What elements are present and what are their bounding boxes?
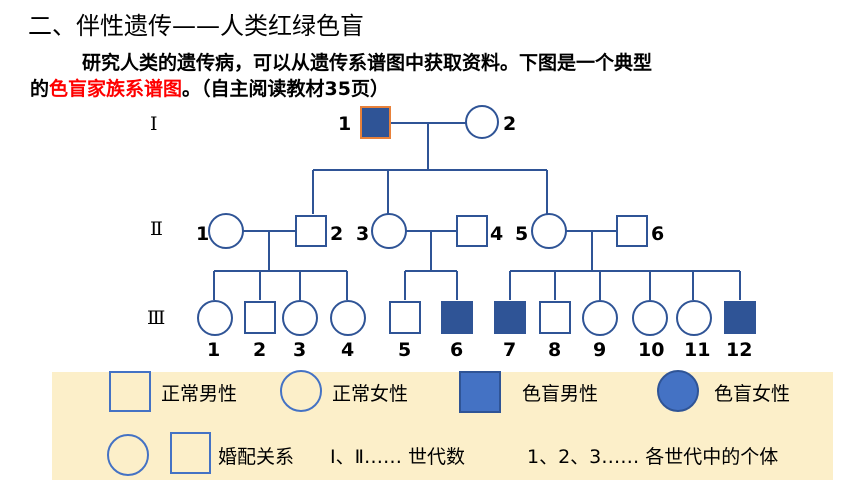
generation-label-2: Ⅱ: [150, 218, 163, 240]
generation-3-individuals: 1 2 3 4 5 6 7 8 9 10 11 12: [197, 300, 756, 361]
generation-2-individuals: 1 2 3 4 5 6: [196, 213, 664, 249]
individual-iii7-number: 7: [503, 339, 516, 361]
individual-iii6-number: 6: [450, 339, 463, 361]
individual-i2-symbol: [465, 105, 499, 139]
individual-ii2-symbol: [295, 215, 327, 247]
page-title: 二、伴性遗传——人类红绿色盲: [28, 12, 364, 40]
pedigree-chart: Ⅰ Ⅱ Ⅲ 1 2 1 2 3 4 5 6 1 2: [147, 105, 756, 361]
intro-prefix: 的: [30, 78, 50, 100]
individual-i1-number: 1: [338, 113, 351, 135]
individual-ii4-number: 4: [490, 223, 503, 245]
individual-i2-number: 2: [503, 113, 516, 135]
individual-iii2-symbol: [244, 301, 276, 334]
intro-highlight: 色盲家族系谱图: [49, 78, 183, 100]
generation-label-1: Ⅰ: [150, 113, 158, 135]
individual-iii1-symbol: [197, 300, 233, 336]
individual-iii4-symbol: [330, 300, 366, 336]
generation-1-individuals: 1 2: [338, 105, 516, 139]
individual-iii8-symbol: [539, 301, 571, 334]
individual-ii5-symbol: [531, 213, 567, 249]
individual-iii3-symbol: [282, 300, 318, 336]
individual-iii3-number: 3: [293, 339, 306, 361]
intro-paragraph: 研究人类的遗传病，可以从遗传系谱图中获取资料。下图是一个典型 的色盲家族系谱图。…: [30, 50, 850, 102]
individual-iii12-number: 12: [726, 339, 752, 361]
individual-ii4-symbol: [456, 215, 488, 247]
individual-ii3-number: 3: [356, 223, 369, 245]
legend-normal-female-label: 正常女性: [332, 383, 409, 405]
intro-line1: 研究人类的遗传病，可以从遗传系谱图中获取资料。下图是一个典型: [82, 52, 653, 74]
individual-iii10-number: 10: [638, 339, 664, 361]
individual-iii5-symbol: [389, 301, 421, 334]
individual-iii8-number: 8: [548, 339, 561, 361]
generation-label-3: Ⅲ: [147, 307, 165, 329]
individual-ii2-number: 2: [330, 223, 343, 245]
legend-colorblind-male-label: 色盲男性: [522, 383, 599, 405]
individual-iii11-symbol: [676, 300, 712, 336]
legend-marriage-label: 婚配关系: [218, 446, 295, 468]
individual-ii5-number: 5: [515, 223, 528, 245]
individual-iii6-symbol: [441, 301, 473, 334]
legend-generation-label: Ⅰ、Ⅱ…… 世代数: [330, 446, 465, 468]
individual-iii7-symbol: [494, 301, 526, 334]
individual-ii1-number: 1: [196, 223, 209, 245]
legend-colorblind-female-label: 色盲女性: [714, 383, 791, 405]
individual-iii4-number: 4: [341, 339, 354, 361]
individual-ii6-number: 6: [651, 223, 664, 245]
individual-iii9-number: 9: [593, 339, 606, 361]
individual-iii5-number: 5: [398, 339, 411, 361]
individual-i1-symbol: [360, 106, 391, 139]
individual-iii9-symbol: [582, 300, 618, 336]
individual-iii1-number: 1: [207, 339, 220, 361]
legend-individual-label: 1、2、3…… 各世代中的个体: [527, 446, 779, 468]
legend-normal-male-label: 正常男性: [161, 383, 238, 405]
individual-iii11-number: 11: [684, 339, 710, 361]
individual-iii10-symbol: [632, 300, 668, 336]
individual-ii6-symbol: [616, 215, 648, 247]
individual-ii1-symbol: [208, 213, 244, 249]
intro-suffix: 。（自主阅读教材35页）: [182, 78, 389, 100]
pedigree-lines: [213, 122, 741, 300]
individual-ii3-symbol: [371, 213, 407, 249]
individual-iii2-number: 2: [253, 339, 266, 361]
individual-iii12-symbol: [724, 301, 756, 334]
